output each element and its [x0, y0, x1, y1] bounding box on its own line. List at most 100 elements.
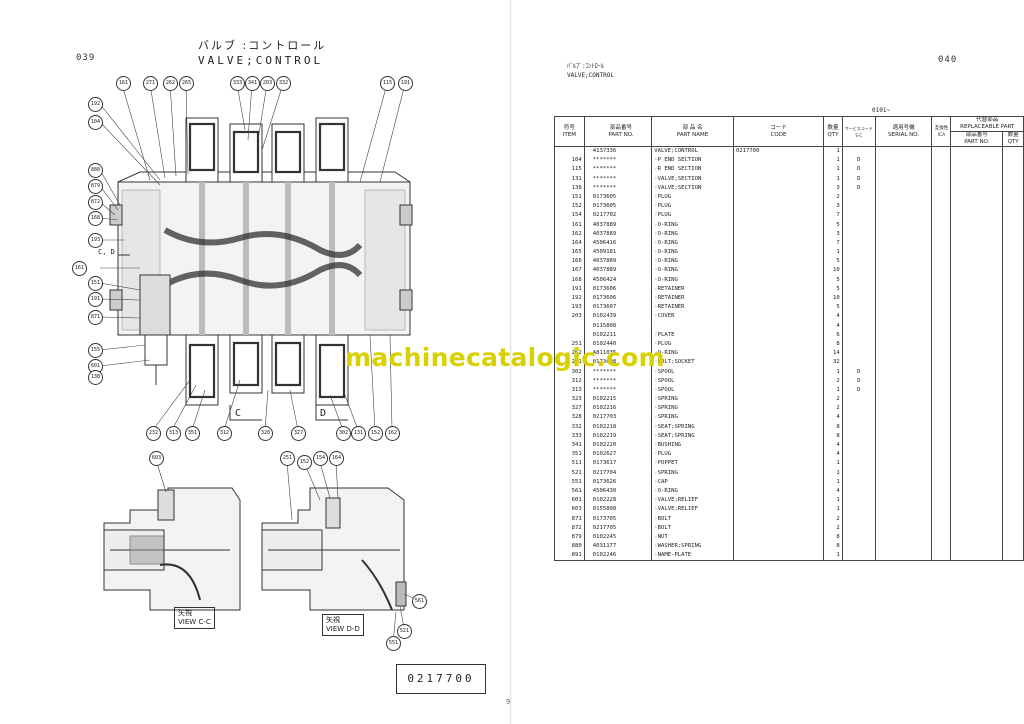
- cell-empty: [874, 275, 933, 285]
- cell-part: 0217702: [583, 211, 653, 221]
- cell-sc: [841, 257, 876, 267]
- cell-sc: [841, 229, 876, 239]
- cell-name: ·BOLT: [651, 514, 734, 524]
- cell-name: ·O-RING: [651, 266, 734, 276]
- cell-empty: [950, 339, 1004, 350]
- callout-label: 152: [368, 426, 383, 441]
- cell-empty: [1002, 505, 1024, 515]
- cell-qty: 2: [823, 523, 843, 533]
- view-cc-en: VIEW: [178, 618, 197, 626]
- cell-code: [732, 367, 825, 377]
- cell-empty: [931, 441, 952, 451]
- drawing-code-box: 0217700: [396, 664, 486, 694]
- cell-empty: [950, 523, 1004, 533]
- cell-item: 511: [554, 459, 585, 469]
- cell-part: 0173605: [583, 192, 653, 203]
- cell-item: 152: [554, 202, 585, 212]
- cell-code: [732, 211, 825, 221]
- cell-part: 0102219: [583, 431, 653, 441]
- cell-empty: [950, 238, 1004, 249]
- cell-empty: [1002, 551, 1024, 562]
- cell-empty: [931, 404, 952, 414]
- cell-code: [732, 220, 825, 230]
- cell-name: ·RETAINER: [651, 284, 734, 294]
- cell-empty: [874, 174, 933, 184]
- cell-qty: 1: [823, 367, 843, 377]
- cell-sc: D: [841, 165, 876, 175]
- cell-item: 328: [554, 413, 585, 423]
- cell-empty: [931, 358, 952, 368]
- cell-empty: [950, 496, 1004, 506]
- cell-empty: [874, 532, 933, 543]
- cell-sc: [841, 284, 876, 294]
- cell-item: 165: [554, 248, 585, 258]
- callout-label: 341: [245, 76, 260, 91]
- cell-empty: [874, 404, 933, 414]
- cell-item: [554, 321, 585, 331]
- cell-part: 4037889: [583, 220, 653, 230]
- parts-header-jp: ﾊﾞﾙﾌﾞ:ｺﾝﾄﾛｰﾙ: [567, 63, 604, 70]
- callout-label: 164: [329, 451, 344, 466]
- cell-empty: [1002, 220, 1024, 230]
- cell-empty: [874, 266, 933, 276]
- cell-empty: [874, 505, 933, 515]
- cell-qty: 5: [823, 257, 843, 267]
- cell-code: [732, 477, 825, 487]
- cell-item: 521: [554, 468, 585, 478]
- cell-empty: [950, 211, 1004, 221]
- cell-name: ·BUSHING: [651, 441, 734, 451]
- cell-empty: [1002, 266, 1024, 276]
- cell-item: 104: [554, 156, 585, 166]
- cell-sc: [841, 404, 876, 414]
- cell-name: ·CAP: [651, 477, 734, 487]
- cell-item: 879: [554, 532, 585, 543]
- cell-sc: [841, 294, 876, 304]
- cell-part: 4037889: [583, 257, 653, 267]
- cell-sc: [841, 146, 876, 157]
- cell-empty: [931, 468, 952, 478]
- cell-part: *******: [583, 156, 653, 166]
- cell-qty: 2: [823, 192, 843, 203]
- cell-empty: [1002, 358, 1024, 368]
- callout-label: 328: [258, 426, 273, 441]
- cell-qty: 14: [823, 349, 843, 359]
- cell-empty: [931, 321, 952, 331]
- cell-item: [554, 330, 585, 340]
- cell-item: 312: [554, 376, 585, 386]
- cell-item: 872: [554, 523, 585, 533]
- cell-qty: 8: [823, 542, 843, 552]
- cell-empty: [874, 321, 933, 331]
- cell-empty: [950, 413, 1004, 423]
- cell-empty: [931, 459, 952, 469]
- serial-range: 0101~: [872, 107, 891, 114]
- cell-sc: [841, 523, 876, 533]
- cell-empty: [1002, 404, 1024, 414]
- cell-item: 603: [554, 505, 585, 515]
- callout-label: 104: [88, 115, 103, 130]
- cell-empty: [874, 514, 933, 524]
- cell-item: 154: [554, 211, 585, 221]
- view-cc-suffix: C-C: [198, 618, 211, 626]
- cell-qty: 1: [823, 505, 843, 515]
- cell-empty: [950, 505, 1004, 515]
- cell-empty: [950, 486, 1004, 497]
- corner-mark: 9: [506, 698, 511, 706]
- cell-part: 0102246: [583, 551, 653, 562]
- cell-qty: 5: [823, 284, 843, 294]
- cell-empty: [874, 441, 933, 451]
- cell-empty: [1002, 146, 1024, 157]
- callout-label: 191: [88, 292, 103, 307]
- cell-empty: [931, 266, 952, 276]
- cell-part: 0102228: [583, 496, 653, 506]
- cell-empty: [950, 441, 1004, 451]
